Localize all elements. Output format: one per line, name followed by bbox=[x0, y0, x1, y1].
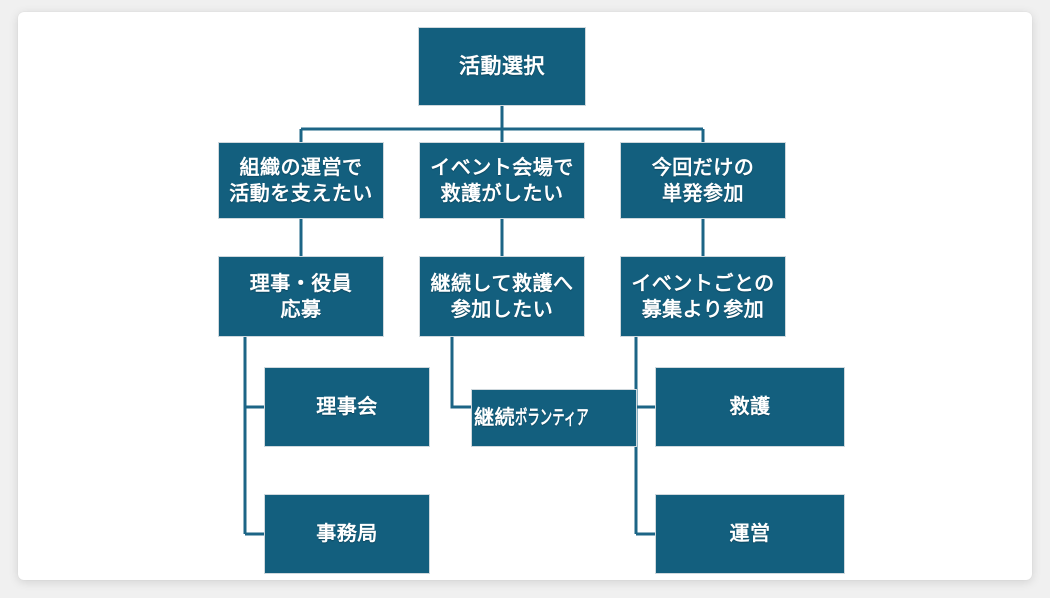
node-leaf-keizoku-volunteer[interactable]: 継続ボランティア bbox=[471, 389, 637, 447]
node-leaf-kyugo[interactable]: 救護 bbox=[655, 367, 845, 447]
node-mid-center[interactable]: 継続して救護へ 参加したい bbox=[419, 256, 585, 337]
leaf-volunteer-prefix: 継続 bbox=[474, 407, 516, 429]
node-mid-right[interactable]: イベントごとの 募集より参加 bbox=[620, 256, 786, 337]
leaf-volunteer-kana: ボランティア bbox=[515, 407, 589, 429]
node-branch-right[interactable]: 今回だけの 単発参加 bbox=[620, 142, 786, 219]
node-root[interactable]: 活動選択 bbox=[418, 27, 586, 106]
slide-card: 活動選択 組織の運営で 活動を支えたい イベント会場で 救護がしたい 今回だけの… bbox=[18, 12, 1032, 580]
node-branch-center[interactable]: イベント会場で 救護がしたい bbox=[419, 142, 585, 219]
node-leaf-jimukyoku[interactable]: 事務局 bbox=[264, 494, 430, 574]
org-chart: 活動選択 組織の運営で 活動を支えたい イベント会場で 救護がしたい 今回だけの… bbox=[18, 12, 1032, 580]
node-leaf-unei[interactable]: 運営 bbox=[655, 494, 845, 574]
edge-center-to-leaf1 bbox=[450, 337, 471, 409]
node-mid-left[interactable]: 理事・役員 応募 bbox=[218, 256, 384, 337]
node-branch-left[interactable]: 組織の運営で 活動を支えたい bbox=[218, 142, 384, 219]
node-leaf-rijikai[interactable]: 理事会 bbox=[264, 367, 430, 447]
